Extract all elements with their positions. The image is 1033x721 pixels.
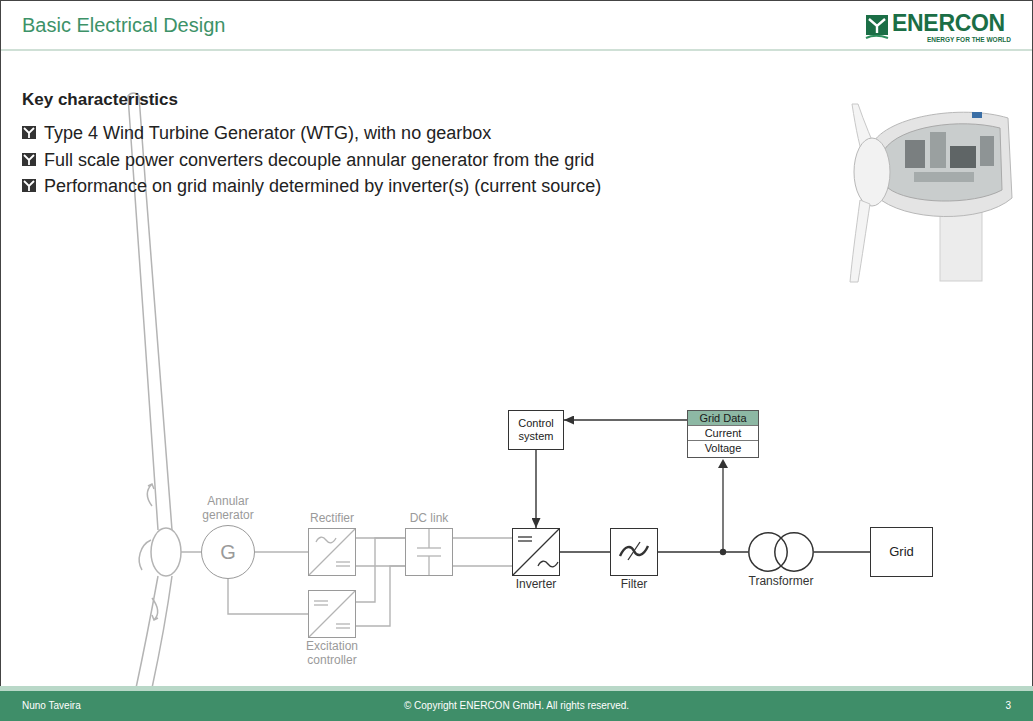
- table-cell: Voltage: [688, 441, 758, 456]
- signal-arrow: [535, 450, 536, 528]
- transformer-symbol: Transformer: [748, 532, 814, 572]
- grid-data-table: Grid DataCurrentVoltage: [687, 410, 759, 458]
- logo-tagline: ENERGY FOR THE WORLD: [927, 36, 1011, 43]
- footer-strip: [0, 686, 1033, 691]
- generator-symbol: G: [204, 541, 252, 564]
- power-wire: [255, 551, 308, 552]
- component-label: DC link: [410, 512, 449, 526]
- box-text: Control system: [511, 417, 561, 442]
- component-label: Annular generator: [193, 495, 263, 523]
- slide-title: Basic Electrical Design: [22, 14, 225, 37]
- header-rule: [1, 49, 1032, 51]
- transformer-coils: [748, 532, 814, 572]
- component-label: Filter: [621, 578, 648, 592]
- component-label: Rectifier: [310, 512, 354, 526]
- section-heading: Key characteristics: [22, 90, 178, 110]
- power-wire: [356, 538, 405, 626]
- footer-bar: [0, 691, 1033, 721]
- logo-wordmark: ENERCON: [892, 10, 1005, 37]
- table-header: Grid Data: [688, 411, 758, 426]
- converter-symbols: [309, 529, 648, 637]
- logo-icon: [866, 15, 888, 38]
- component-label: Excitation controller: [297, 640, 367, 668]
- footer-author: Nuno Taveira: [22, 700, 81, 711]
- footer-copyright: © Copyright ENERCON GmbH. All rights res…: [0, 700, 1033, 711]
- signal-arrow: [564, 419, 687, 420]
- power-wire: [814, 551, 870, 552]
- nacelle-picture: [850, 104, 1012, 282]
- power-wire: [453, 538, 512, 566]
- box-text: Grid: [873, 545, 930, 560]
- component-label: Transformer: [749, 575, 814, 589]
- power-wire: [356, 538, 405, 566]
- filter-box: Filter: [610, 528, 658, 576]
- page-number: 3: [1005, 700, 1011, 711]
- bullet-text: Full scale power converters decouple ann…: [44, 150, 594, 171]
- component-label: Inverter: [516, 578, 557, 592]
- bullet-icons: [22, 126, 36, 192]
- dc-link-box: DC link: [405, 528, 453, 576]
- rectifier-box: Rectifier: [308, 528, 356, 576]
- power-wire: [658, 551, 748, 552]
- generator-circle: Annular generatorG: [201, 525, 255, 579]
- excitation-box: Excitation controller: [308, 590, 356, 638]
- grid-box: Grid: [870, 527, 933, 577]
- measurement-tap: [718, 459, 728, 555]
- bullet-text: Type 4 Wind Turbine Generator (WTG), wit…: [44, 123, 491, 144]
- power-wire: [560, 551, 610, 552]
- table-cell: Current: [688, 426, 758, 441]
- bullet-text: Performance on grid mainly determined by…: [44, 176, 601, 197]
- control-box: Control system: [508, 410, 564, 450]
- inverter-box: Inverter: [512, 528, 560, 576]
- power-wire: [228, 579, 308, 614]
